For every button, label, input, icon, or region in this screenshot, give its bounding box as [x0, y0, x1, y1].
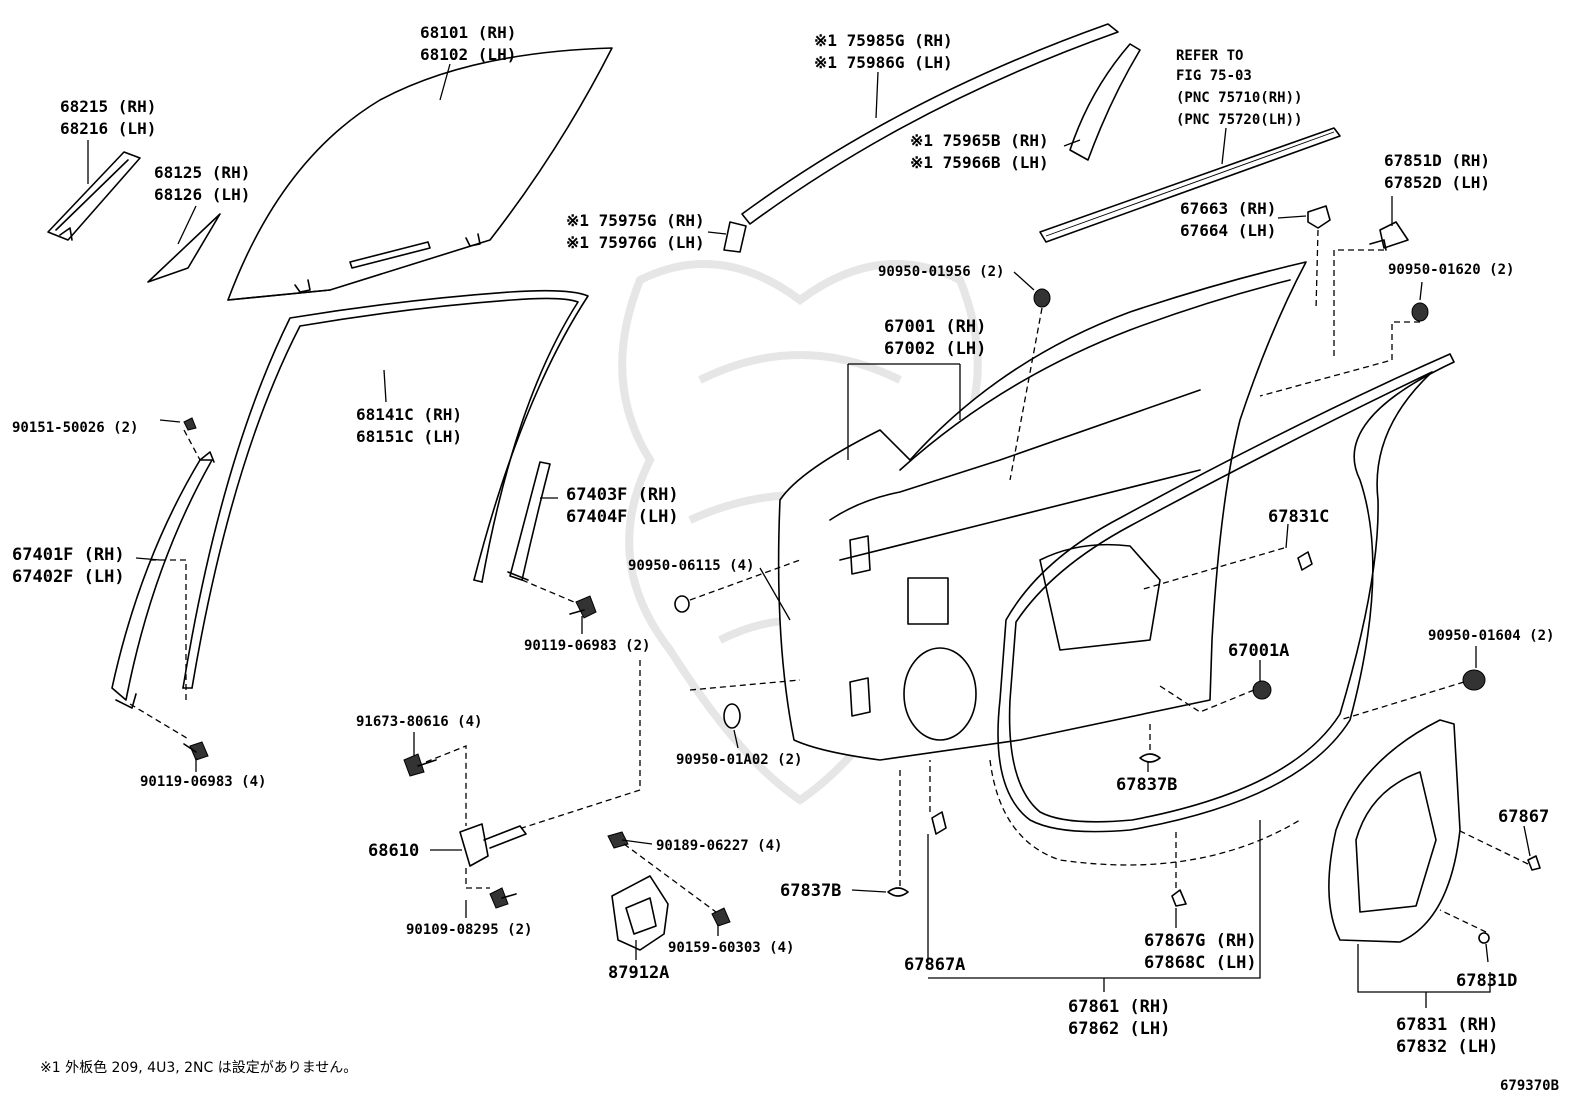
clip-67837B-drawing: [1139, 753, 1161, 763]
label-67867: 67867: [1498, 807, 1549, 827]
label-87912A: 87912A: [608, 963, 669, 983]
clip-67831D-drawing: [1478, 932, 1490, 944]
label-67862: 67862 (LH): [1068, 1019, 1170, 1039]
moulding-end-drawing: [723, 221, 747, 253]
label-refer-fig: FIG 75-03: [1176, 68, 1252, 84]
label-90950-06115: 90950-06115 (4): [628, 558, 754, 574]
rear-division-bar-drawing: [507, 461, 551, 581]
bolt-06983a-drawing: [569, 595, 597, 619]
label-75986G: ※1 75986G (LH): [814, 53, 953, 72]
bracket-67663-drawing: [1307, 205, 1331, 229]
plug-06115-drawing: [674, 595, 690, 613]
label-67403F: 67403F (RH): [566, 485, 679, 505]
door-weatherstrip-drawing: [997, 353, 1455, 833]
label-90189-06227: 90189-06227 (4): [656, 838, 782, 854]
label-90950-01620: 90950-01620 (2): [1388, 262, 1514, 278]
label-90950-01A02: 90950-01A02 (2): [676, 752, 802, 768]
label-67001A: 67001A: [1228, 641, 1289, 661]
label-67867G: 67867G (RH): [1144, 931, 1257, 951]
footnote: ※1 外板色 209, 4U3, 2NC は設定がありません。: [40, 1059, 357, 1076]
label-67868C: 67868C (LH): [1144, 953, 1257, 973]
label-90151-50026: 90151-50026 (2): [12, 420, 138, 436]
label-75965B: ※1 75965B (RH): [910, 131, 1049, 150]
label-75976G: ※1 75976G (LH): [566, 233, 705, 252]
label-67832: 67832 (LH): [1396, 1037, 1498, 1057]
bolt-50026-drawing: [183, 417, 197, 431]
quarter-glass-drawing: [147, 213, 221, 283]
bracket-67851-drawing: [1369, 221, 1409, 251]
label-67831: 67831 (RH): [1396, 1015, 1498, 1035]
label-leads: [87, 63, 1531, 1008]
clip-67867A-drawing: [931, 811, 947, 835]
label-75975G: ※1 75975G (RH): [566, 211, 705, 230]
label-68102: 68102 (LH): [420, 45, 516, 64]
label-67001: 67001 (RH): [884, 317, 986, 337]
label-75966B: ※1 75966B (LH): [910, 153, 1049, 172]
door-glass-drawing: [227, 47, 613, 301]
label-67663: 67663 (RH): [1180, 199, 1276, 218]
label-68216: 68216 (LH): [60, 119, 156, 138]
label-68101: 68101 (RH): [420, 23, 516, 42]
clip-06227-drawing: [607, 831, 629, 849]
label-68151C: 68151C (LH): [356, 427, 462, 446]
label-67402F: 67402F (LH): [12, 567, 125, 587]
clip-67867-drawing: [1527, 855, 1541, 871]
pillar-garnish-drawing: [1069, 43, 1141, 161]
part-labels: 68101 (RH) 68102 (LH) ※1 75985G (RH) ※1 …: [12, 23, 1559, 1094]
bolt-60303-drawing: [711, 907, 731, 927]
upper-moulding-drawing: [741, 23, 1119, 225]
grommet-01620-drawing: [1411, 302, 1429, 322]
leader-lines: [129, 229, 1529, 933]
grommet-01604-drawing: [1462, 669, 1486, 691]
label-90119-06983-4: 90119-06983 (4): [140, 774, 266, 790]
clip-67867G-drawing: [1171, 889, 1187, 907]
label-68126: 68126 (LH): [154, 185, 250, 204]
label-67837B-2: 67837B: [780, 881, 841, 901]
label-90950-01604: 90950-01604 (2): [1428, 628, 1554, 644]
label-67837B-1: 67837B: [1116, 775, 1177, 795]
run-channel-drawing: [182, 289, 589, 689]
label-refer-pnc-lh: (PNC 75720(LH)): [1176, 112, 1302, 128]
front-division-bar-drawing: [111, 451, 215, 709]
label-90950-01956: 90950-01956 (2): [878, 264, 1004, 280]
plug-67001A-drawing: [1252, 680, 1272, 700]
label-90119-06983-2: 90119-06983 (2): [524, 638, 650, 654]
label-67852D: 67852D (LH): [1384, 173, 1490, 192]
bracket-87912A-drawing: [611, 875, 669, 951]
label-refer-pnc-rh: (PNC 75710(RH)): [1176, 90, 1302, 106]
label-68215: 68215 (RH): [60, 97, 156, 116]
bolt-08295-drawing: [489, 887, 517, 909]
label-67861: 67861 (RH): [1068, 997, 1170, 1017]
label-67831D: 67831D: [1456, 971, 1517, 991]
service-cover-drawing: [1328, 719, 1461, 943]
label-91673-80616: 91673-80616 (4): [356, 714, 482, 730]
label-67851D: 67851D (RH): [1384, 151, 1490, 170]
belt-moulding-drawing: [1039, 127, 1341, 243]
corner-cover-drawing: [47, 151, 141, 241]
clip-67837B2-drawing: [887, 887, 909, 897]
label-67831C: 67831C: [1268, 507, 1329, 527]
label-68610: 68610: [368, 841, 419, 861]
bolt-80616-drawing: [403, 753, 437, 777]
label-67002: 67002 (LH): [884, 339, 986, 359]
figure-code: 679370B: [1500, 1078, 1559, 1094]
label-68125: 68125 (RH): [154, 163, 250, 182]
label-refer-to: REFER TO: [1176, 48, 1243, 64]
label-67664: 67664 (LH): [1180, 221, 1276, 240]
clip-67831C-drawing: [1297, 551, 1313, 571]
door-check-drawing: [459, 823, 527, 867]
label-90109-08295: 90109-08295 (2): [406, 922, 532, 938]
label-67867A: 67867A: [904, 955, 965, 975]
label-67404F: 67404F (LH): [566, 507, 679, 527]
door-panel-drawing: [777, 261, 1307, 761]
label-68141C: 68141C (RH): [356, 405, 462, 424]
label-90159-60303: 90159-60303 (4): [668, 940, 794, 956]
label-75985G: ※1 75985G (RH): [814, 31, 953, 50]
bolt-06983b-drawing: [183, 741, 209, 761]
grommet-01956-drawing: [1033, 288, 1051, 308]
label-67401F: 67401F (RH): [12, 545, 125, 565]
grommet-01A02-drawing: [723, 703, 741, 729]
